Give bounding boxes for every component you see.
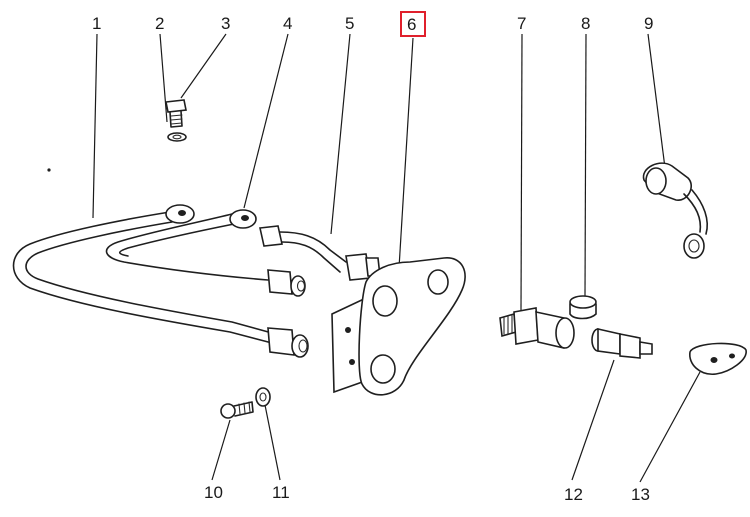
leader-7 xyxy=(520,33,523,311)
part-10-small-bolt[interactable] xyxy=(220,401,254,419)
leader-9 xyxy=(647,33,666,169)
part-8-cap-nut[interactable] xyxy=(569,295,597,320)
callout-13[interactable]: 13 xyxy=(631,485,650,504)
leader-2 xyxy=(159,33,168,123)
leader-lines xyxy=(92,33,701,483)
leader-8 xyxy=(584,33,587,297)
part-6-distribution-block[interactable] xyxy=(331,257,466,396)
leader-13 xyxy=(639,371,701,483)
callout-6[interactable]: 6 xyxy=(407,15,416,34)
leader-10 xyxy=(211,419,231,481)
leader-12 xyxy=(571,359,615,481)
part-4-pipe[interactable] xyxy=(105,209,306,297)
callout-7[interactable]: 7 xyxy=(517,14,526,33)
callout-10[interactable]: 10 xyxy=(204,483,223,502)
part-9-dust-cap[interactable] xyxy=(642,162,708,259)
callout-4[interactable]: 4 xyxy=(283,14,292,33)
callout-6-highlight-frame xyxy=(400,11,426,37)
leader-6 xyxy=(398,37,414,269)
part-3-banjo-bolt[interactable] xyxy=(165,99,187,128)
print-speck xyxy=(47,168,51,172)
part-1-pipe-loop[interactable] xyxy=(12,204,309,358)
callout-1[interactable]: 1 xyxy=(92,14,101,33)
callout-3[interactable]: 3 xyxy=(221,14,230,33)
leader-5 xyxy=(330,33,351,235)
callout-5[interactable]: 5 xyxy=(345,14,354,33)
leader-3 xyxy=(180,33,227,99)
callout-8[interactable]: 8 xyxy=(581,14,590,33)
callout-2[interactable]: 2 xyxy=(155,14,164,33)
part-7-hose-fitting[interactable] xyxy=(499,307,575,349)
leader-11 xyxy=(264,404,281,481)
callout-9[interactable]: 9 xyxy=(644,14,653,33)
callout-11[interactable]: 11 xyxy=(272,483,290,502)
part-11-washer[interactable] xyxy=(255,387,271,407)
callout-labels: 1 2 3 4 5 6 7 8 9 10 11 12 13 xyxy=(92,11,653,504)
part-13-bracket[interactable] xyxy=(689,342,747,375)
part-12-adaptor[interactable] xyxy=(591,327,653,359)
leader-1 xyxy=(92,33,98,219)
leader-4 xyxy=(243,33,289,209)
callout-12[interactable]: 12 xyxy=(564,485,583,504)
part-2-washer[interactable] xyxy=(167,132,187,142)
